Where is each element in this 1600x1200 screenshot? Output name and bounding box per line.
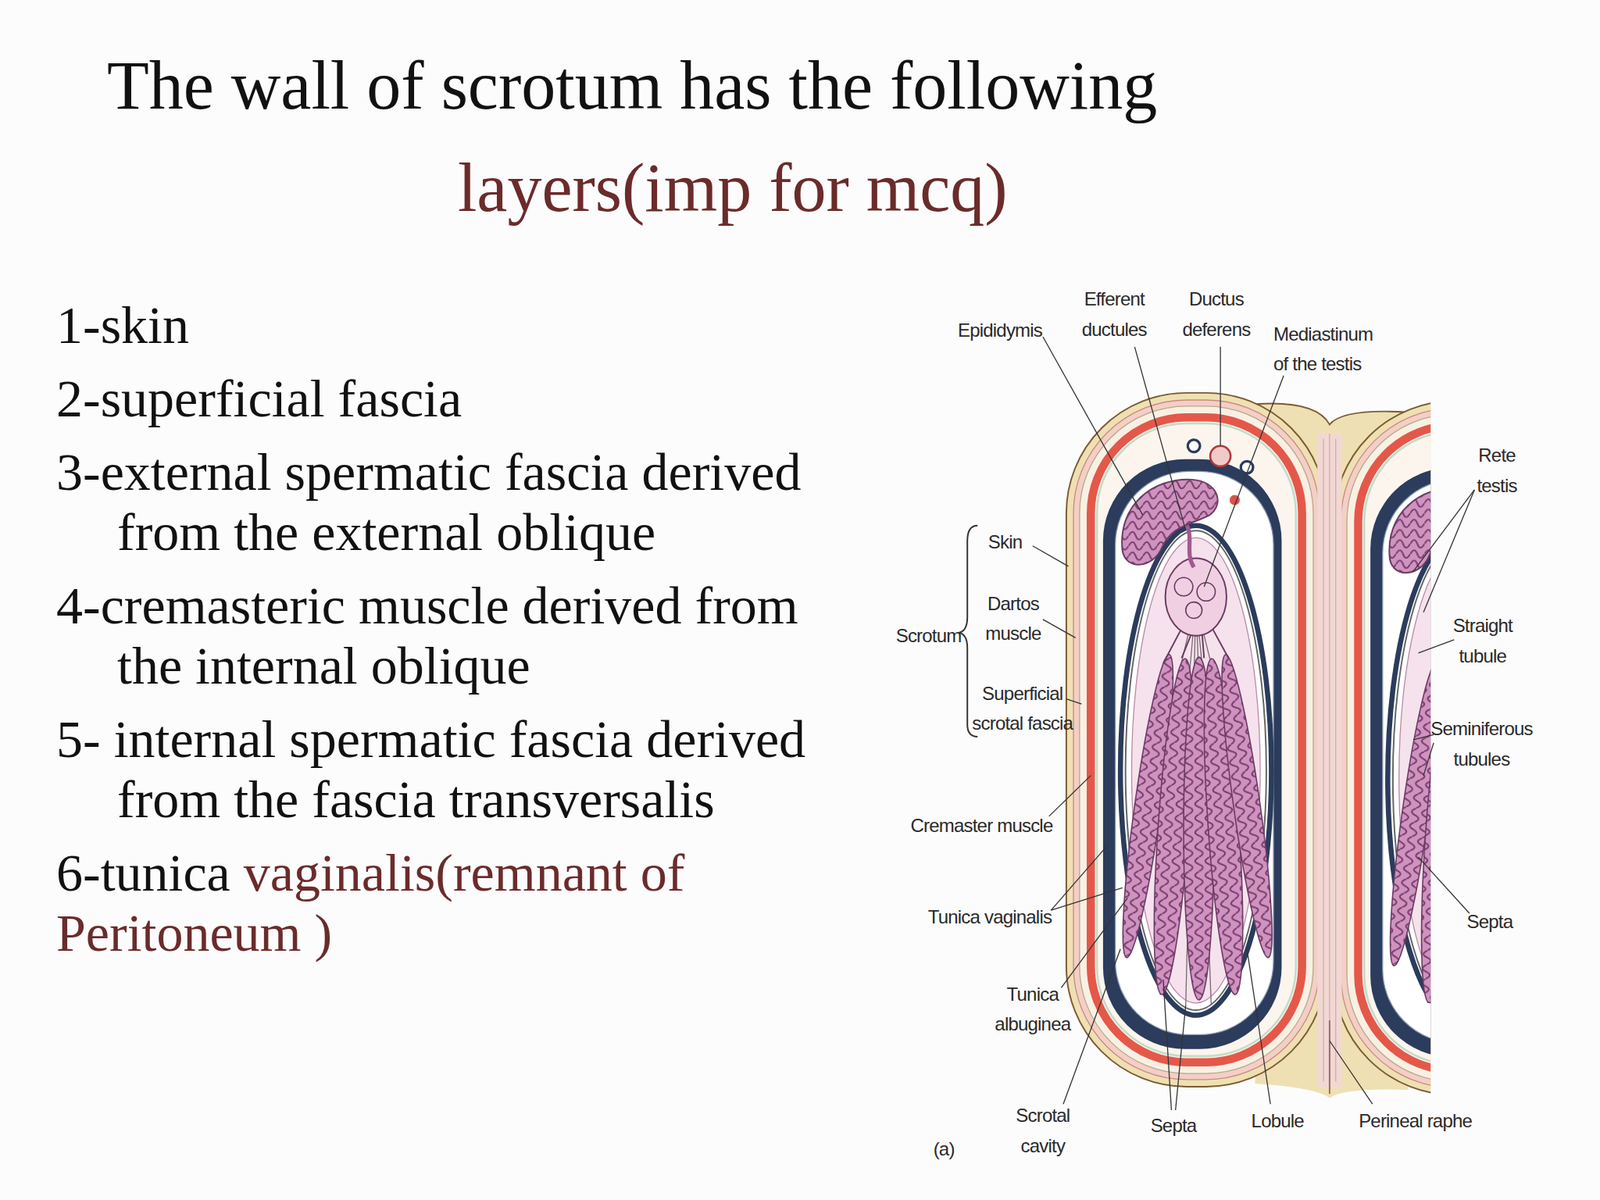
tunica-vaginalis-parietal <box>1103 459 1283 1050</box>
part-label: Mediastinum of the testis <box>1273 319 1381 380</box>
perineal-raphe <box>1328 1020 1331 1094</box>
leader-line <box>1418 857 1470 914</box>
part-label: Straight tubule <box>1449 610 1517 672</box>
mediastinum <box>1165 557 1227 636</box>
leader-line <box>1329 1040 1373 1104</box>
leader-line <box>1418 639 1455 654</box>
leader-line <box>1219 346 1221 447</box>
septum-fibres <box>1323 433 1336 1090</box>
brace <box>959 525 979 737</box>
leader-line <box>1134 346 1186 531</box>
part-label: Ductus deferens <box>1179 284 1254 345</box>
part-label: Rete testis <box>1465 440 1529 501</box>
leader-line <box>1423 489 1475 613</box>
part-label: Skin <box>964 527 1046 558</box>
rete-testis <box>1174 577 1193 597</box>
leader-line <box>1246 949 1271 1105</box>
part-label: Epididymis <box>939 315 1062 346</box>
part-label: Scrotal cavity <box>1010 1100 1075 1161</box>
layer-row: 1-skin <box>56 295 838 356</box>
part-label: Superficial scrotal fascia <box>966 678 1079 740</box>
ductus-deferens <box>1210 446 1231 467</box>
layer-item: 4-cremasteric muscle derived from the in… <box>56 575 799 696</box>
part-label: Septa <box>1459 907 1521 937</box>
lobule <box>1212 652 1282 960</box>
rete-testis <box>1185 602 1203 619</box>
part-label: Efferent ductules <box>1077 284 1151 345</box>
layer-row: 3-external spermatic fascia derived from… <box>56 442 838 563</box>
leader-line <box>1066 699 1083 705</box>
part-label: Septa <box>1142 1110 1204 1141</box>
cremaster-layer <box>1090 417 1302 1062</box>
part-label: Tunica vaginalis <box>913 902 1067 933</box>
layer-item: 5- internal spermatic fascia derived fro… <box>56 709 806 829</box>
leader-line <box>1049 775 1092 817</box>
layer-item: 2-superficial fascia <box>56 368 462 429</box>
part-label: Cremaster muscle <box>900 810 1064 841</box>
layer-row: 5- internal spermatic fascia derived fro… <box>56 709 838 830</box>
part-label: Lobule <box>1242 1106 1314 1136</box>
leader-line <box>1063 949 1121 1105</box>
leader-line <box>1413 734 1434 740</box>
part-label: Perineal raphe <box>1349 1106 1483 1136</box>
leader-line <box>1423 742 1434 776</box>
scrotal-compartment <box>1333 400 1431 1095</box>
scrotal-compartment <box>1066 392 1327 1087</box>
leader-line <box>1413 489 1475 572</box>
leader-line <box>1060 897 1128 988</box>
layer-item: 3-external spermatic fascia derived from… <box>56 442 801 562</box>
layer-item: 1-skin <box>56 295 190 355</box>
figure-tag: (a) <box>923 1134 965 1165</box>
leader-line <box>1042 336 1143 516</box>
group-label: Scrotum <box>887 621 969 651</box>
layer-row: 6-tunicavaginalis(remnant of Peritoneum … <box>56 842 838 964</box>
leader-line <box>1050 887 1122 911</box>
leader-lines <box>1032 336 1475 1111</box>
vessel <box>1187 439 1200 453</box>
rete-testis <box>1196 582 1216 602</box>
layer-item: 6-tunica <box>56 842 231 903</box>
layer-list: 1-skin 2-superficial fascia 3-external spe… <box>56 295 838 977</box>
leader-line <box>1042 619 1076 639</box>
spermatic-fascia-line <box>1096 423 1297 1057</box>
layer-row: 4-cremasteric muscle derived from the in… <box>56 575 838 697</box>
part-label: Seminiferous tubules <box>1430 714 1533 775</box>
epididymis <box>1121 479 1218 565</box>
leader-line <box>1203 375 1284 587</box>
leader-line <box>1050 846 1107 911</box>
slide-title: The wall of scrotum has the following <box>107 48 1158 125</box>
superficial-fascia-layer <box>1079 406 1314 1074</box>
slide-title-line: layers(imp for mcq) <box>324 150 1141 227</box>
leader-line <box>1163 979 1172 1111</box>
part-label: Dartos muscle <box>976 589 1050 650</box>
part-label: Tunica albuginea <box>990 979 1075 1040</box>
leader-line <box>1032 546 1069 567</box>
right-compartment <box>1333 400 1431 1095</box>
layer-row: 2-superficial fascia <box>56 368 838 429</box>
skin-layer <box>1066 392 1327 1087</box>
leader-line <box>1175 1005 1186 1111</box>
